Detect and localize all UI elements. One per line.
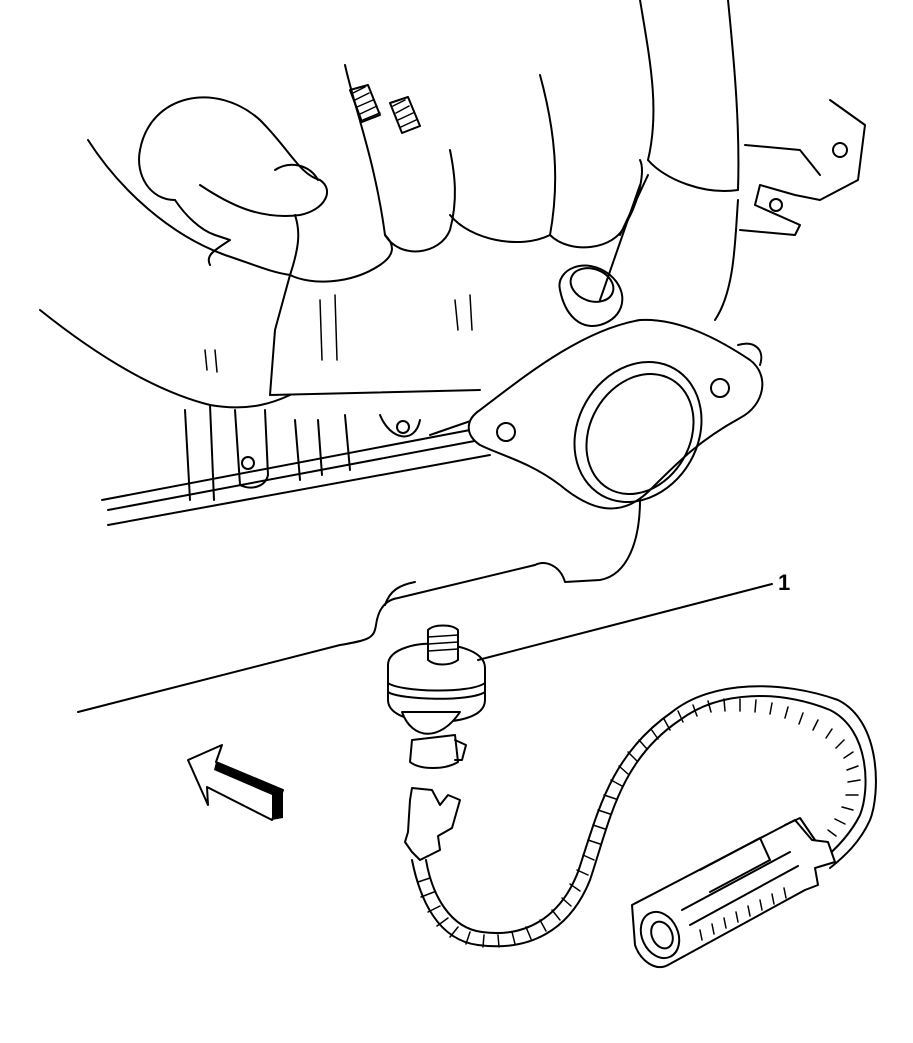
callout-1: 1 [477,570,790,661]
stud-bolt-right [389,96,421,134]
wiring-harness [404,685,877,968]
front-direction-arrow [187,744,284,821]
stud-bolt-left [349,84,381,123]
callout-1-label: 1 [778,570,790,595]
knock-sensor [387,624,486,769]
intake-manifold [39,0,866,409]
block-cutaway-outline [77,499,641,713]
mounting-bracket [739,99,866,236]
throttle-flange [467,264,764,510]
harness-connector [631,817,836,968]
